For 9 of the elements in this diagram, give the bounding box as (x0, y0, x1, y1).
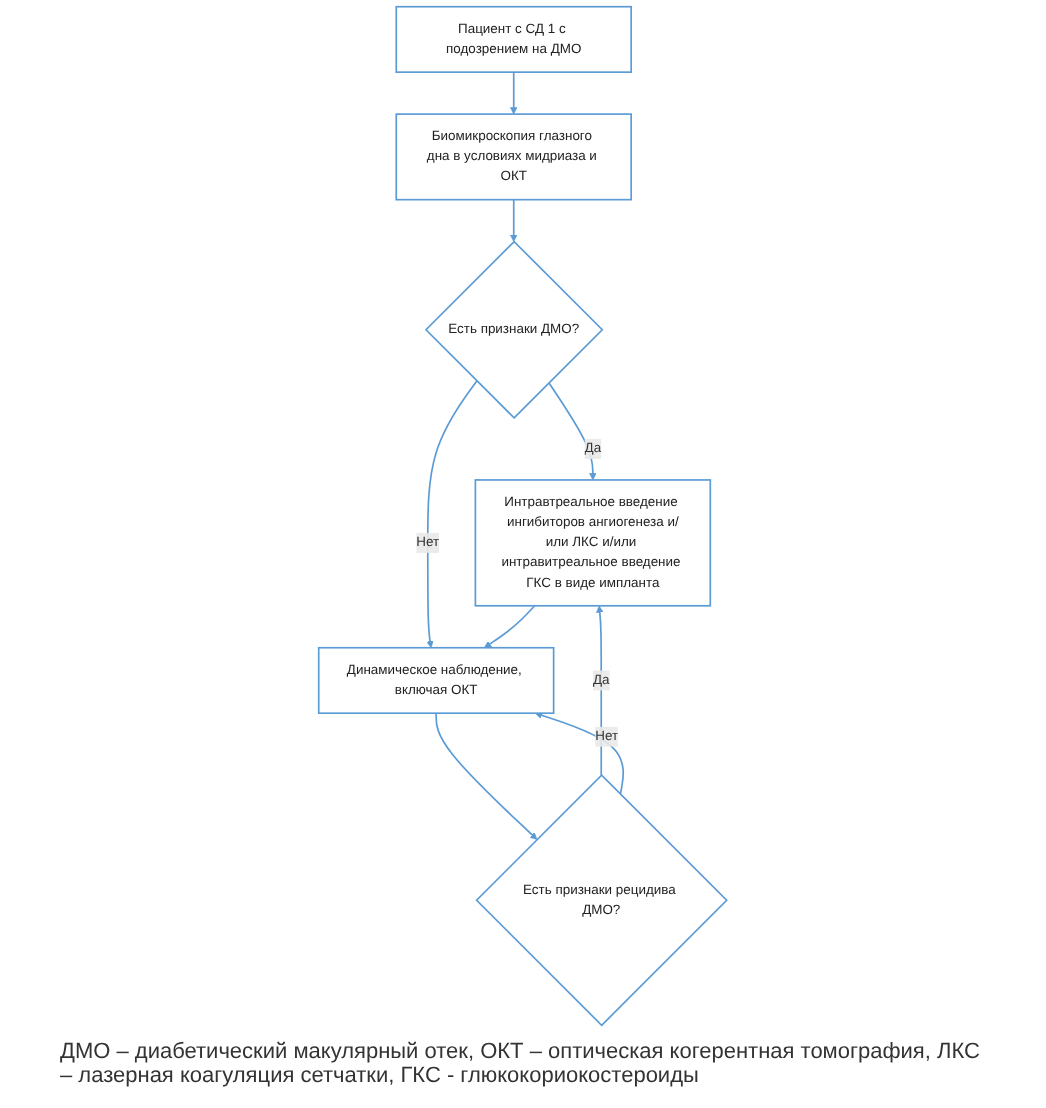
caption: ДМО – диабетический макулярный отек, ОКТ – оптическая когерентная томография, ЛКС – лазерная коагуляция сетчатки, ГКС - глюкокориокостероиды (58, 1038, 982, 1092)
arrow (510, 198, 518, 242)
arrow (548, 381, 597, 481)
arrow (535, 711, 625, 796)
arrow (484, 604, 536, 649)
arrow (426, 380, 478, 649)
arrow (435, 712, 538, 840)
arrow (596, 605, 604, 777)
arrow (510, 71, 518, 115)
